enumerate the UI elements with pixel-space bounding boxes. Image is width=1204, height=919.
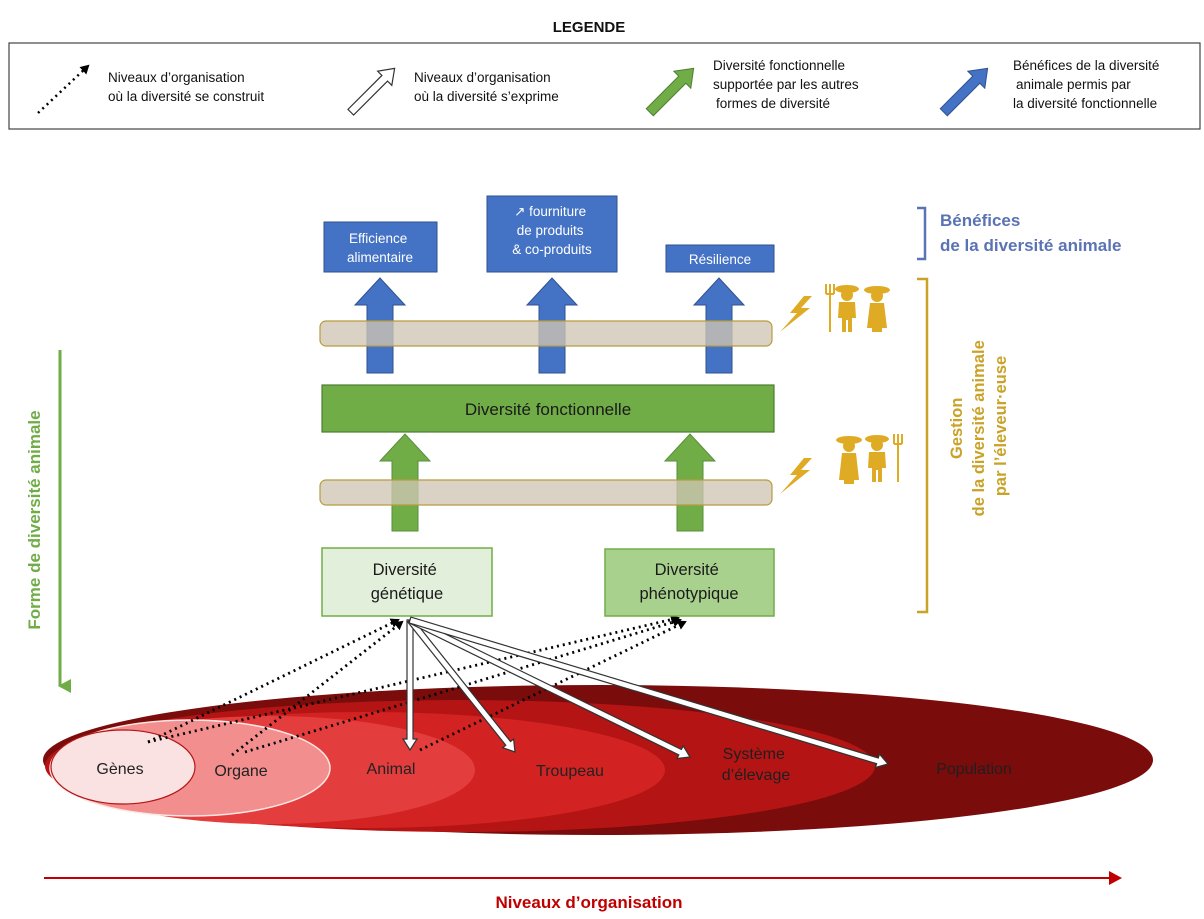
level-line: Système (723, 746, 785, 763)
benefit-production-box: ↗ fourniture de produits & co-produits (486, 195, 618, 273)
legend-item-green-arrow: Diversité fonctionnelle supportée par le… (645, 58, 862, 117)
benefit-line: alimentaire (347, 250, 413, 265)
green-arrow-icon (645, 67, 695, 117)
management-band-upper (319, 320, 773, 347)
genetic-box-shape (321, 547, 493, 617)
legend-line: Niveaux d’organisation (414, 70, 551, 85)
box-line: Diversité (655, 561, 719, 579)
management-label-line: par l’éleveur·euse (992, 356, 1010, 496)
level-label-organe: Organe (214, 763, 267, 780)
white-arrow-icon (347, 67, 396, 116)
blue-arrow-icon (939, 67, 989, 117)
x-axis-label: Niveaux d’organisation (495, 893, 682, 912)
benefits-label-line: Bénéfices (940, 211, 1020, 230)
management-bracket (917, 277, 929, 614)
phenotypic-box-label: Diversité phénotypique (639, 561, 738, 603)
box-line: Diversité (373, 561, 437, 579)
benefit-efficiency-box: Efficience alimentaire (323, 221, 438, 273)
farmer-pitchfork-icon (865, 434, 903, 482)
level-ellipse-genes (50, 729, 196, 805)
legend-item-white-arrow: Niveaux d’organisation où la diversité s… (347, 67, 559, 116)
legend-item-blue-arrow: Bénéfices de la diversité animale permis… (939, 58, 1163, 117)
box-line: génétique (371, 585, 444, 603)
legend-box (8, 42, 1201, 130)
legend-text-green-arrow: Diversité fonctionnelle supportée par le… (713, 58, 862, 111)
functional-diversity-box: Diversité fonctionnelle (321, 384, 775, 433)
legend-line: supportée par les autres (713, 77, 859, 92)
legend-text-dotted: Niveaux d’organisation où la diversité s… (108, 70, 264, 104)
genetic-diversity-box: Diversité génétique (321, 547, 493, 617)
legend-line: Diversité fonctionnelle (713, 58, 845, 73)
dotted-arrow-genes-phenotypic (147, 614, 680, 744)
benefit-box-shape (323, 221, 438, 273)
benefits-bracket (917, 206, 927, 261)
benefit-box-shape (486, 195, 618, 273)
benefit-line: ↗ fourniture (514, 204, 586, 219)
farmer-woman-icon (864, 286, 890, 332)
legend-item-dotted: Niveaux d’organisation où la diversité s… (37, 64, 264, 114)
lightning-icon (780, 296, 812, 332)
dotted-arrow-animal-phenotypic (419, 620, 687, 752)
white-arrow-genetic-to-animal (401, 619, 419, 752)
benefit-efficiency-label: Efficience alimentaire (347, 231, 413, 265)
benefit-resilience-label: Résilience (689, 252, 751, 267)
benefits-side-label: Bénéfices de la diversité animale (940, 211, 1121, 255)
legend-line: la diversité fonctionnelle (1013, 96, 1157, 111)
dotted-arrow-organe-phenotypic (244, 617, 682, 754)
y-axis-label: Forme de diversité animale (25, 410, 44, 629)
white-arrow-genetic-to-systeme (407, 616, 692, 760)
phenotypic-box-shape (604, 548, 775, 617)
legend-line: où la diversité s’exprime (414, 89, 559, 104)
benefit-line: & co-produits (512, 242, 592, 257)
benefit-resilience-box: Résilience (665, 244, 775, 273)
farmer-woman-icon (836, 436, 862, 484)
benefit-line: Efficience (349, 231, 407, 246)
functional-diversity-label: Diversité fonctionnelle (465, 400, 631, 419)
legend-line: Bénéfices de la diversité (1013, 58, 1159, 73)
functional-box-shape (321, 384, 775, 433)
farmer-pitchfork-icon (825, 284, 859, 332)
build-arrows (147, 614, 687, 757)
management-label-line: de la diversité animale (970, 340, 988, 516)
white-arrow-genetic-to-population (408, 616, 890, 769)
white-arrow-genetic-to-troupeau (406, 617, 516, 753)
level-label-population: Population (936, 761, 1012, 778)
legend-text-blue-arrow: Bénéfices de la diversité animale permis… (1013, 58, 1163, 111)
benefit-line: de produits (517, 223, 584, 238)
management-label-line: Gestion (948, 398, 966, 459)
lightning-icon (780, 458, 812, 494)
level-label-troupeau: Troupeau (536, 763, 604, 780)
level-label-systeme: Système d’élevage (722, 746, 791, 784)
legend-text-white-arrow: Niveaux d’organisation où la diversité s… (414, 70, 559, 104)
legend-line: Niveaux d’organisation (108, 70, 245, 85)
dotted-arrow-genes-genetic (147, 618, 400, 744)
legend-line: où la diversité se construit (108, 89, 264, 104)
phenotypic-diversity-box: Diversité phénotypique (604, 548, 775, 617)
organisation-levels: Gènes Organe Animal Troupeau Système d’é… (43, 685, 1153, 835)
level-label-animal: Animal (367, 761, 416, 778)
benefit-box-shape (665, 244, 775, 273)
box-line: phénotypique (639, 585, 738, 603)
benefits-label-line: de la diversité animale (940, 236, 1121, 255)
legend-title: LEGENDE (553, 19, 626, 36)
legend-line: formes de diversité (716, 96, 830, 111)
management-side-label: Gestion de la diversité animale par l’él… (948, 336, 1010, 517)
benefit-production-label: ↗ fourniture de produits & co-produits (512, 204, 592, 257)
level-line: d’élevage (722, 767, 791, 784)
legend-line: animale permis par (1016, 77, 1131, 92)
management-band-lower (319, 479, 773, 506)
express-arrows (401, 616, 890, 769)
genetic-box-label: Diversité génétique (371, 561, 444, 603)
level-label-genes: Gènes (96, 761, 143, 778)
